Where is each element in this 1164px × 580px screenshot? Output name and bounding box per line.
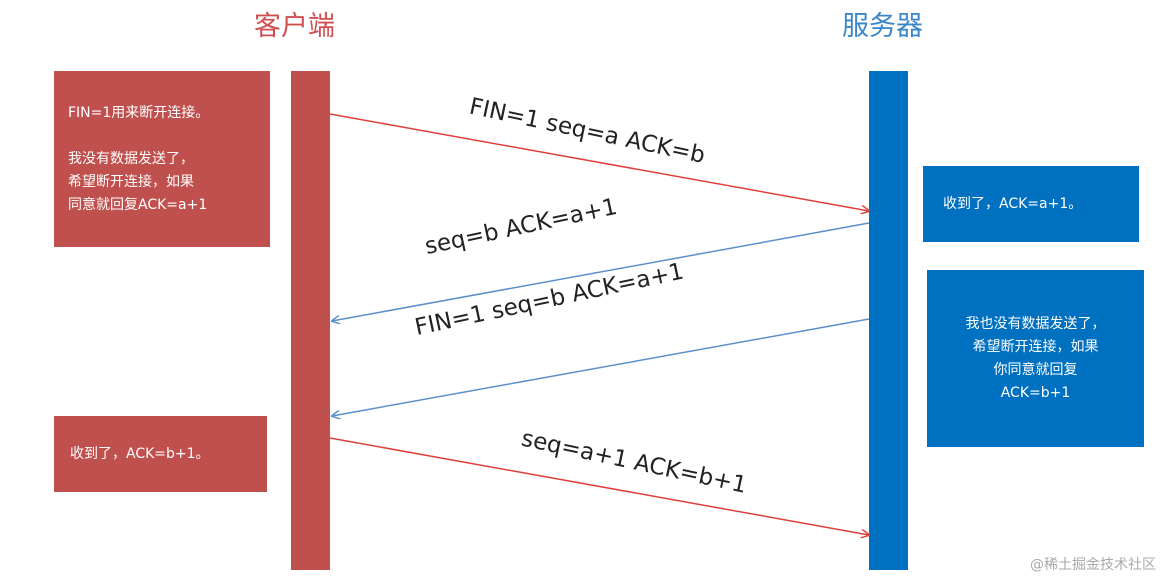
client-lifeline [291, 71, 330, 570]
arrow-fin-client-to-server [329, 113, 869, 211]
arrow-fin-server-to-client [332, 318, 870, 416]
client-note-fin: FIN=1用来断开连接。 我没有数据发送了， 希望断开连接，如果 同意就回复AC… [54, 71, 270, 247]
client-note-fin-text: FIN=1用来断开连接。 我没有数据发送了， 希望断开连接，如果 同意就回复AC… [68, 104, 210, 213]
arrow-ack-client-to-server [329, 437, 869, 535]
server-note-fin: 我也没有数据发送了， 希望断开连接，如果 你同意就回复 ACK=b+1 [927, 270, 1144, 447]
watermark: @稀土掘金技术社区 [1030, 557, 1156, 573]
arrow-ack-server-to-client [332, 222, 870, 321]
client-note-ack-text: 收到了，ACK=b+1。 [70, 445, 210, 462]
server-note-ack: 收到了，ACK=a+1。 [923, 166, 1139, 242]
client-title: 客户端 [254, 11, 335, 42]
server-title: 服务器 [842, 11, 923, 42]
server-note-fin-text: 我也没有数据发送了， 希望断开连接，如果 你同意就回复 ACK=b+1 [965, 315, 1106, 401]
server-lifeline [869, 71, 908, 570]
server-note-ack-text: 收到了，ACK=a+1。 [943, 195, 1083, 212]
client-note-ack: 收到了，ACK=b+1。 [54, 416, 267, 492]
